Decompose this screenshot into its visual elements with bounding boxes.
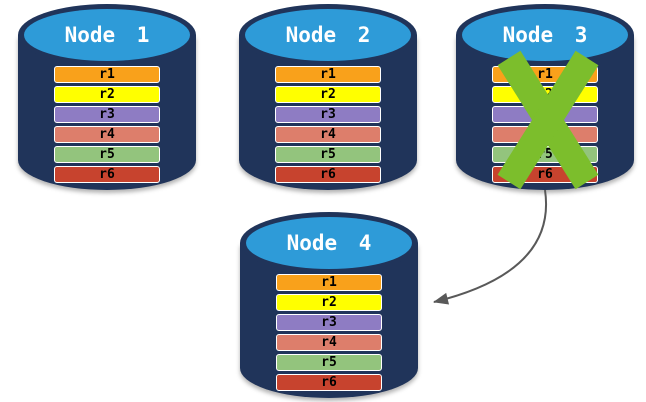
- record-label: r2: [99, 87, 115, 102]
- record-label: r5: [320, 147, 336, 162]
- record-r1: r1: [275, 66, 381, 83]
- record-r2: r2: [54, 86, 160, 103]
- record-r6: r6: [275, 166, 381, 183]
- record-list: r1 r2 r3 r4 r5 r6: [275, 66, 381, 183]
- record-label: r3: [320, 107, 336, 122]
- cylinder-top-face: Node 4: [246, 217, 412, 269]
- record-label: r1: [537, 67, 553, 82]
- record-label: r6: [320, 167, 336, 182]
- record-label: r1: [99, 67, 115, 82]
- record-r1: r1: [54, 66, 160, 83]
- node-title: Node 4: [286, 231, 372, 255]
- node-title: Node 3: [502, 23, 588, 47]
- arrow-shaft: [433, 189, 548, 305]
- record-label: r5: [99, 147, 115, 162]
- cylinder-top-rim: Node 2: [239, 4, 417, 66]
- node-4: Node 4 r1 r2 r3 r4 r5 r6: [240, 212, 418, 398]
- record-r2: r2: [276, 294, 382, 311]
- record-label: r4: [321, 335, 337, 350]
- record-r4: r4: [275, 126, 381, 143]
- record-r3: r3: [275, 106, 381, 123]
- cylinder-top-face: Node 1: [24, 9, 190, 61]
- record-label: r4: [99, 127, 115, 142]
- cylinder-top-face: Node 2: [245, 9, 411, 61]
- record-r6: r6: [54, 166, 160, 183]
- node-2: Node 2 r1 r2 r3 r4 r5 r6: [239, 4, 417, 190]
- cylinder-top-rim: Node 1: [18, 4, 196, 66]
- record-r5: r5: [276, 354, 382, 371]
- node-title: Node 1: [64, 23, 150, 47]
- record-label: r3: [99, 107, 115, 122]
- record-label: r6: [99, 167, 115, 182]
- record-r6: r6: [276, 374, 382, 391]
- record-label: r4: [320, 127, 336, 142]
- record-r3: r3: [54, 106, 160, 123]
- record-label: r5: [321, 355, 337, 370]
- record-r3: r3: [276, 314, 382, 331]
- record-r4: r4: [276, 334, 382, 351]
- cylinder-top-rim: Node 4: [240, 212, 418, 274]
- record-r2: r2: [275, 86, 381, 103]
- cylinder-top-rim: Node 3: [456, 4, 634, 66]
- record-label: r6: [537, 167, 553, 182]
- record-r5: r5: [54, 146, 160, 163]
- record-r1: r1: [276, 274, 382, 291]
- record-label: r1: [320, 67, 336, 82]
- failure-x-icon: [497, 50, 599, 190]
- record-label: r1: [321, 275, 337, 290]
- node-1: Node 1 r1 r2 r3 r4 r5 r6: [18, 4, 196, 190]
- record-list: r1 r2 r3 r4 r5 r6: [276, 274, 382, 391]
- record-r4: r4: [54, 126, 160, 143]
- record-label: r2: [321, 295, 337, 310]
- record-r5: r5: [275, 146, 381, 163]
- cylinder-top-face: Node 3: [462, 9, 628, 61]
- record-list: r1 r2 r3 r4 r5 r6: [54, 66, 160, 183]
- record-label: r2: [320, 87, 336, 102]
- record-label: r3: [321, 315, 337, 330]
- record-label: r6: [321, 375, 337, 390]
- node-title: Node 2: [285, 23, 371, 47]
